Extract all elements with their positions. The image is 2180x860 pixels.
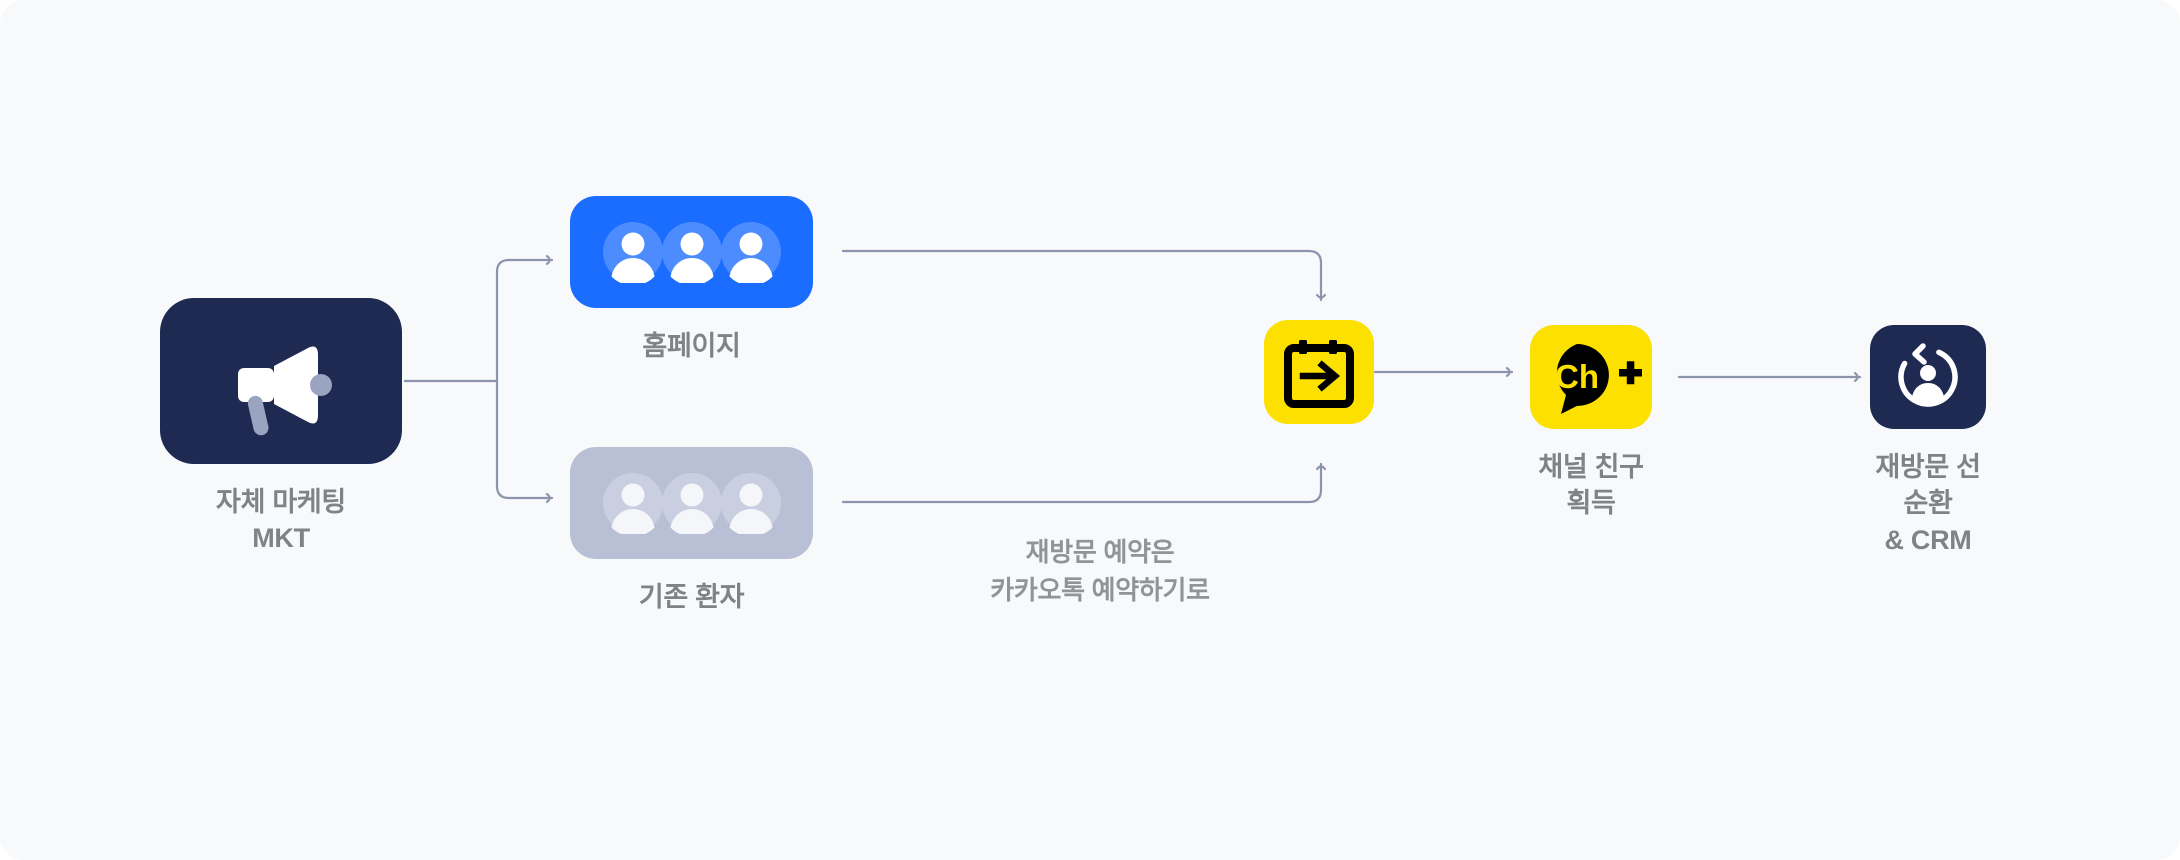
edge-existing-to-booking <box>841 462 1326 504</box>
three-people-icon <box>602 222 781 283</box>
revisit-crm-label: 재방문 선순환 & CRM <box>1875 452 1981 555</box>
megaphone-icon <box>238 346 332 436</box>
node-homepage[interactable]: 홈페이지 <box>570 196 813 364</box>
node-self-marketing[interactable]: 자체 마케팅 MKT <box>160 298 402 557</box>
self-marketing-label: 자체 마케팅 MKT <box>216 487 346 554</box>
existing-patients-tile[interactable] <box>570 447 813 559</box>
kakao-channel-plus-icon: Ch <box>1555 344 1642 414</box>
node-revisit-crm[interactable]: 재방문 선순환 & CRM <box>1870 325 1986 558</box>
revisit-crm-tile[interactable] <box>1870 325 1986 429</box>
returning-customer-icon <box>1898 343 1958 407</box>
edge-homepage-to-booking <box>841 249 1326 302</box>
edge-mkt-to-homepage <box>495 255 554 383</box>
svg-text:Ch: Ch <box>1555 358 1599 395</box>
channel-friend-label: 채널 친구 획득 <box>1538 452 1644 519</box>
homepage-tile[interactable] <box>570 196 813 308</box>
calendar-arrow-icon <box>1284 340 1354 408</box>
self-marketing-tile[interactable] <box>160 298 402 464</box>
revisit-booking-note: 재방문 예약은 카카오톡 예약하기로 <box>990 537 1210 605</box>
existing-patients-label: 기존 환자 <box>638 582 745 612</box>
node-existing-patients[interactable]: 기존 환자 <box>570 447 813 615</box>
three-people-icon <box>602 473 781 534</box>
booking-tile[interactable] <box>1264 320 1374 424</box>
channel-friend-tile[interactable]: Ch <box>1530 325 1652 429</box>
homepage-label: 홈페이지 <box>642 331 741 361</box>
edge-mkt-to-existing <box>495 379 554 503</box>
node-booking[interactable] <box>1264 320 1374 444</box>
node-channel-friend[interactable]: Ch 채널 친구 획득 <box>1530 325 1652 522</box>
